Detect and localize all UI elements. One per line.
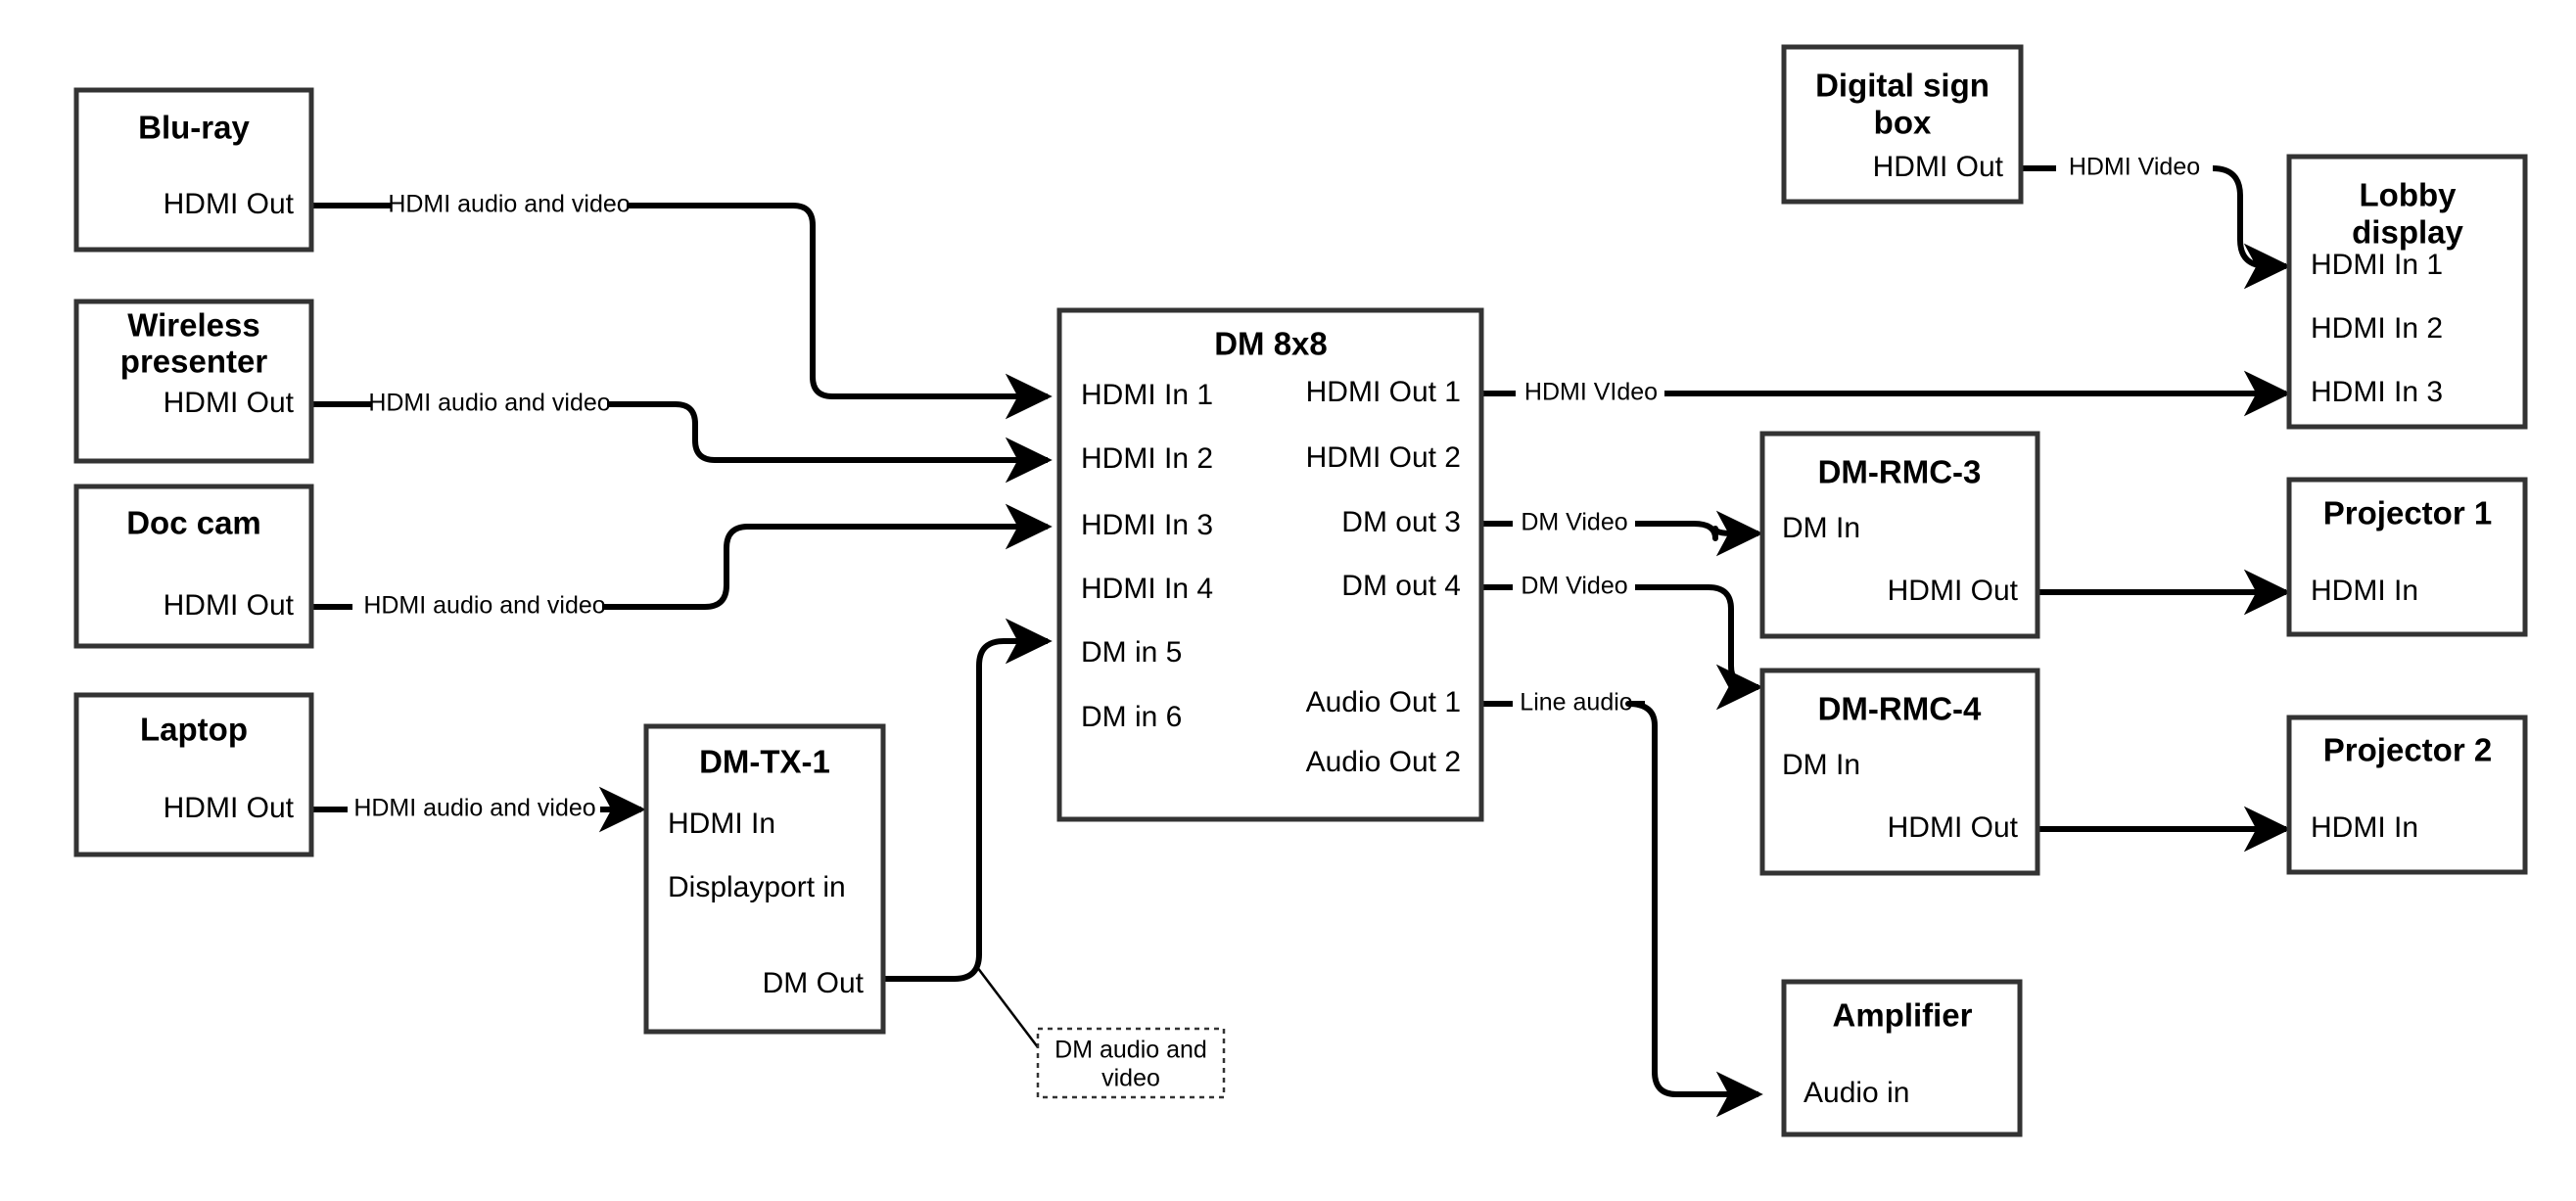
node-digital-sign-box-title-line2: box [1874, 105, 1932, 141]
node-dm-rmc-4-box[interactable] [1759, 668, 2040, 876]
node-projector-1-box[interactable] [2286, 477, 2528, 637]
node-dm-rmc-4-port-dm-in: DM In [1782, 749, 1860, 781]
node-dm-8x8-input-dm-in-5: DM in 5 [1081, 636, 1182, 669]
edge-label-wireless-to-dm8x8: HDMI audio and video [368, 390, 610, 417]
node-digital-sign-box[interactable]: Digital sign box HDMI Out [1781, 44, 2024, 205]
node-bluray-box[interactable] [73, 87, 314, 253]
node-lobby-display[interactable]: Lobby display HDMI In 1 HDMI In 2 HDMI I… [2286, 154, 2528, 430]
node-wireless-presenter-title-line1: Wireless [127, 307, 259, 344]
leader-line-dm-audio-video-note [976, 966, 1039, 1048]
node-dm-rmc-3-port-dm-in: DM In [1782, 512, 1860, 544]
node-lobby-display-title-line1: Lobby [2360, 177, 2458, 213]
node-dm-8x8-input-hdmi-in-4: HDMI In 4 [1081, 573, 1213, 605]
node-laptop-title: Laptop [140, 712, 248, 748]
node-dm-tx-1-port-hdmi-in: HDMI In [668, 808, 775, 840]
node-dm-rmc-3-box[interactable] [1759, 431, 2040, 639]
node-dm-8x8-input-hdmi-in-2: HDMI In 2 [1081, 442, 1213, 475]
node-digital-sign-box-rect[interactable] [1781, 44, 2024, 205]
node-lobby-display-input-hdmi-in-3: HDMI In 3 [2311, 376, 2443, 408]
node-wireless-presenter-box[interactable] [73, 299, 314, 464]
edge-label-digitalsign-to-lobby: HDMI Video [2069, 154, 2200, 181]
node-digital-sign-box-title-line1: Digital sign [1815, 68, 1990, 104]
edge-bluray-to-dm8x8-hdmi-in-1 [311, 203, 1048, 396]
node-dm-8x8-box[interactable] [1056, 307, 1484, 822]
edge-dm8x8-dmout3-to-rmc3-dm-in [1481, 524, 1758, 538]
annotation-dm-audio-and-video: DM audio and video [1036, 1027, 1226, 1099]
node-amplifier-port-audio-in: Audio in [1803, 1077, 1909, 1109]
edge-label-doccam-to-dm8x8: HDMI audio and video [363, 592, 605, 620]
node-bluray[interactable]: Blu-ray HDMI Out [73, 87, 314, 253]
node-dm-rmc-3-title: DM-RMC-3 [1818, 454, 1982, 490]
connections-layer: HDMI audio and video HDMI audio and vide… [311, 154, 2286, 1094]
node-dm-rmc-3[interactable]: DM-RMC-3 DM In HDMI Out [1759, 431, 2040, 639]
node-laptop-port-hdmi-out: HDMI Out [164, 792, 295, 824]
node-bluray-title: Blu-ray [138, 110, 250, 146]
node-lobby-display-box[interactable] [2286, 154, 2528, 430]
node-doc-cam-title: Doc cam [126, 505, 261, 541]
node-dm-tx-1-port-dm-out: DM Out [763, 967, 865, 999]
edge-label-dm8x8-dmout3-to-rmc3: DM Video [1521, 509, 1627, 536]
node-wireless-presenter-port-hdmi-out: HDMI Out [164, 387, 295, 419]
node-dm-rmc-4[interactable]: DM-RMC-4 DM In HDMI Out [1759, 668, 2040, 876]
edge-digitalsign-to-lobby-hdmi-in-1 [2021, 165, 2286, 266]
node-lobby-display-input-hdmi-in-2: HDMI In 2 [2311, 312, 2443, 345]
node-dm-8x8[interactable]: DM 8x8 HDMI In 1 HDMI In 2 HDMI In 3 HDM… [1056, 307, 1484, 822]
node-dm-8x8-output-audio-out-1: Audio Out 1 [1306, 686, 1461, 718]
node-doc-cam[interactable]: Doc cam HDMI Out [73, 484, 314, 649]
node-laptop[interactable]: Laptop HDMI Out [73, 692, 314, 857]
node-dm-8x8-output-dm-out-4: DM out 4 [1341, 570, 1461, 602]
node-wireless-presenter[interactable]: Wireless presenter HDMI Out [73, 299, 314, 464]
node-dm-8x8-input-hdmi-in-3: HDMI In 3 [1081, 509, 1213, 541]
node-dm-8x8-title: DM 8x8 [1214, 326, 1328, 362]
node-dm-tx-1-box[interactable] [643, 723, 886, 1035]
annotation-dm-audio-and-video-line1: DM audio and [1054, 1037, 1207, 1064]
edge-dm8x8-audioout1-to-amplifier [1481, 701, 1758, 1094]
node-laptop-box[interactable] [73, 692, 314, 857]
node-dm-tx-1-port-displayport-in: Displayport in [668, 871, 846, 903]
edge-wireless-to-dm8x8-hdmi-in-2 [311, 401, 1048, 460]
node-projector-1-port-hdmi-in: HDMI In [2311, 575, 2418, 607]
node-amplifier-box[interactable] [1781, 979, 2023, 1137]
node-projector-2-port-hdmi-in: HDMI In [2311, 811, 2418, 844]
node-digital-sign-box-port-hdmi-out: HDMI Out [1873, 151, 2004, 183]
node-dm-8x8-output-audio-out-2: Audio Out 2 [1306, 746, 1461, 778]
edge-label-dm8x8-audioout1-to-amplifier: Line audio [1520, 689, 1632, 716]
edge-doccam-to-dm8x8-hdmi-in-3 [311, 527, 1048, 610]
node-doc-cam-box[interactable] [73, 484, 314, 649]
edge-label-dm8x8-hdmiout1-to-lobby: HDMI VIdeo [1524, 379, 1658, 406]
edge-dmtx1-to-dm8x8-dm-in-5 [883, 618, 1053, 982]
node-dm-tx-1[interactable]: DM-TX-1 HDMI In Displayport in DM Out [643, 723, 886, 1035]
node-bluray-port-hdmi-out: HDMI Out [164, 188, 295, 220]
node-lobby-display-title-line2: display [2352, 214, 2463, 251]
node-dm-8x8-output-hdmi-out-1: HDMI Out 1 [1306, 376, 1461, 408]
node-projector-2[interactable]: Projector 2 HDMI In [2286, 715, 2528, 875]
node-projector-2-title: Projector 2 [2323, 732, 2492, 768]
node-dm-rmc-4-title: DM-RMC-4 [1818, 691, 1982, 727]
edge-label-bluray-to-dm8x8: HDMI audio and video [388, 191, 630, 218]
node-dm-tx-1-title: DM-TX-1 [699, 744, 830, 780]
node-dm-rmc-3-port-hdmi-out: HDMI Out [1888, 575, 2019, 607]
node-projector-2-box[interactable] [2286, 715, 2528, 875]
node-dm-rmc-4-port-hdmi-out: HDMI Out [1888, 811, 2019, 844]
node-dm-8x8-output-hdmi-out-2: HDMI Out 2 [1306, 441, 1461, 474]
node-wireless-presenter-title-line2: presenter [120, 344, 268, 380]
node-projector-1[interactable]: Projector 1 HDMI In [2286, 477, 2528, 637]
edge-label-dm8x8-dmout4-to-rmc4: DM Video [1521, 573, 1627, 600]
node-amplifier[interactable]: Amplifier Audio in [1781, 979, 2023, 1137]
annotation-dm-audio-and-video-box [1036, 1027, 1226, 1099]
node-dm-8x8-input-hdmi-in-1: HDMI In 1 [1081, 379, 1213, 411]
annotation-dm-audio-and-video-line2: video [1101, 1065, 1160, 1092]
edge-label-laptop-to-dmtx1: HDMI audio and video [353, 795, 595, 822]
node-lobby-display-input-hdmi-in-1: HDMI In 1 [2311, 249, 2443, 281]
node-dm-8x8-input-dm-in-6: DM in 6 [1081, 701, 1182, 733]
edge-dm8x8-dmout4-to-rmc4-dm-in [1481, 584, 1758, 687]
node-projector-1-title: Projector 1 [2323, 495, 2492, 531]
node-amplifier-title: Amplifier [1832, 997, 1972, 1034]
node-doc-cam-port-hdmi-out: HDMI Out [164, 589, 295, 622]
node-dm-8x8-output-dm-out-3: DM out 3 [1341, 506, 1461, 538]
